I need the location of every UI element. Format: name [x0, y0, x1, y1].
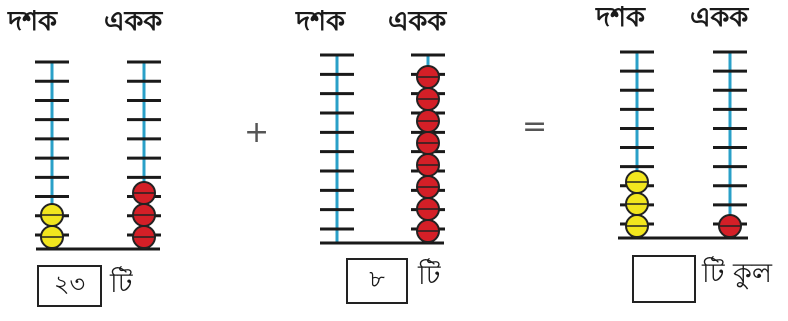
panel-3-count-suffix: টি কুল [702, 260, 772, 287]
panel-3-answer-box[interactable] [632, 255, 696, 303]
equals-sign: = [522, 112, 547, 142]
panel-2-count-suffix: টি [418, 262, 440, 289]
panel-1-count-suffix: টি [110, 270, 132, 297]
plus-sign: + [244, 118, 269, 148]
panel-1-count-box: ২৩ [37, 265, 102, 307]
panel-2-count-box: ৮ [346, 258, 408, 304]
